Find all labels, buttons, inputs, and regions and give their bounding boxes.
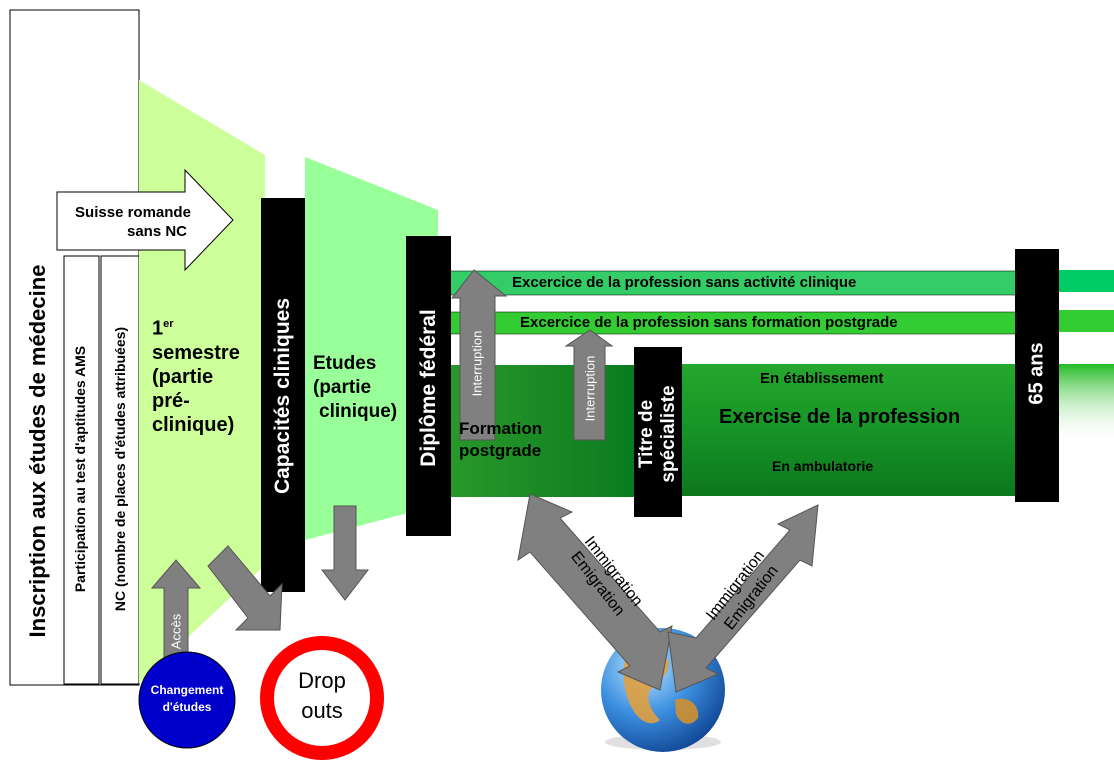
semestre-superscript: er: [163, 318, 174, 330]
exercise-fade-band: [1058, 364, 1114, 444]
changement-line-1: Changement: [150, 683, 224, 697]
nc-label: NC (nombre de places d'études attribuées…: [112, 326, 128, 612]
participation-box: [63, 255, 100, 685]
formation-line-1: Formation: [459, 419, 543, 438]
etudes-line-2: (partie: [313, 377, 372, 398]
etudes-line-1: Etudes: [313, 353, 377, 374]
suisse-romande-label: Suisse romande sans NC: [58, 203, 208, 241]
titre-line-2: spécialiste: [658, 385, 679, 483]
exercice-sans-postgrade-label: Excercice de la profession sans formatio…: [520, 314, 898, 331]
immigration-arrow-2: [667, 504, 819, 693]
semestre-label: 1er semestre (partie pré- clinique): [152, 312, 240, 437]
band-sans-clinique: [448, 270, 1017, 296]
en-etablissement-label: En établissement: [760, 370, 884, 387]
suisse-line-2: sans NC: [126, 223, 188, 240]
suisse-line-1: Suisse romande: [75, 204, 191, 221]
dropouts-line-1: Drop: [298, 668, 346, 693]
dropout-arrow-2: [320, 505, 370, 601]
en-ambulatorie-label: En ambulatorie: [772, 458, 874, 474]
interruption-label-1: Interruption: [469, 330, 485, 397]
capacites-label: Capacités cliniques: [271, 297, 294, 495]
dropouts-ring: [260, 636, 384, 760]
band-sans-clinique-ext: [1058, 270, 1114, 292]
semestre-line-3: pré-: [152, 389, 190, 412]
diplome-bar: [406, 236, 451, 536]
clinical-trapezoid: [305, 157, 438, 540]
changement-line-2: d'études: [162, 700, 212, 714]
titre-line-1: Titre de: [636, 399, 657, 469]
semestre-line-4: clinique): [152, 413, 235, 436]
interruption-arrow-1: [450, 269, 508, 441]
participation-label: Participation au test d'aptitudes AMS: [72, 345, 88, 593]
titre-label: Titre de spécialiste: [636, 374, 680, 494]
acces-label: Accès: [168, 613, 184, 650]
interruption-label-2: Interruption: [582, 355, 598, 422]
semestre-line-0: 1er: [152, 312, 240, 341]
diplome-label: Diplôme fédéral: [417, 309, 440, 467]
capacites-bar: [261, 198, 305, 592]
dropout-arrow-1: [207, 545, 283, 631]
acces-arrow: [150, 559, 202, 661]
inscription-label: Inscription aux études de médecine: [25, 264, 50, 638]
age-65-bar: [1015, 249, 1059, 502]
semestre-number: 1: [152, 317, 164, 340]
changement-label: Changement d'études: [139, 682, 235, 716]
titre-bar: [634, 347, 682, 517]
suisse-romande-arrow: [56, 168, 234, 272]
age-65-label: 65 ans: [1025, 342, 1048, 405]
immigration-arrow-1: [517, 493, 673, 691]
changement-circle: [138, 651, 236, 749]
semestre-line-1: semestre: [152, 341, 240, 364]
etudes-line-3: clinique): [319, 401, 398, 422]
dropouts-label: Drop outs: [282, 666, 362, 726]
formation-line-2: postgrade: [459, 441, 542, 460]
nc-box: [100, 255, 140, 685]
band-sans-postgrade-ext: [1058, 310, 1114, 332]
formation-label: Formation postgrade: [459, 418, 542, 462]
dropouts-line-2: outs: [301, 698, 343, 723]
exercice-sans-clinique-label: Excercice de la profession sans activité…: [512, 274, 857, 291]
etudes-label: Etudes (partie clinique): [313, 352, 397, 424]
interruption-arrow-2: [564, 329, 614, 441]
semestre-line-2: (partie: [152, 365, 214, 388]
exercise-profession-label: Exercise de la profession: [719, 406, 961, 428]
